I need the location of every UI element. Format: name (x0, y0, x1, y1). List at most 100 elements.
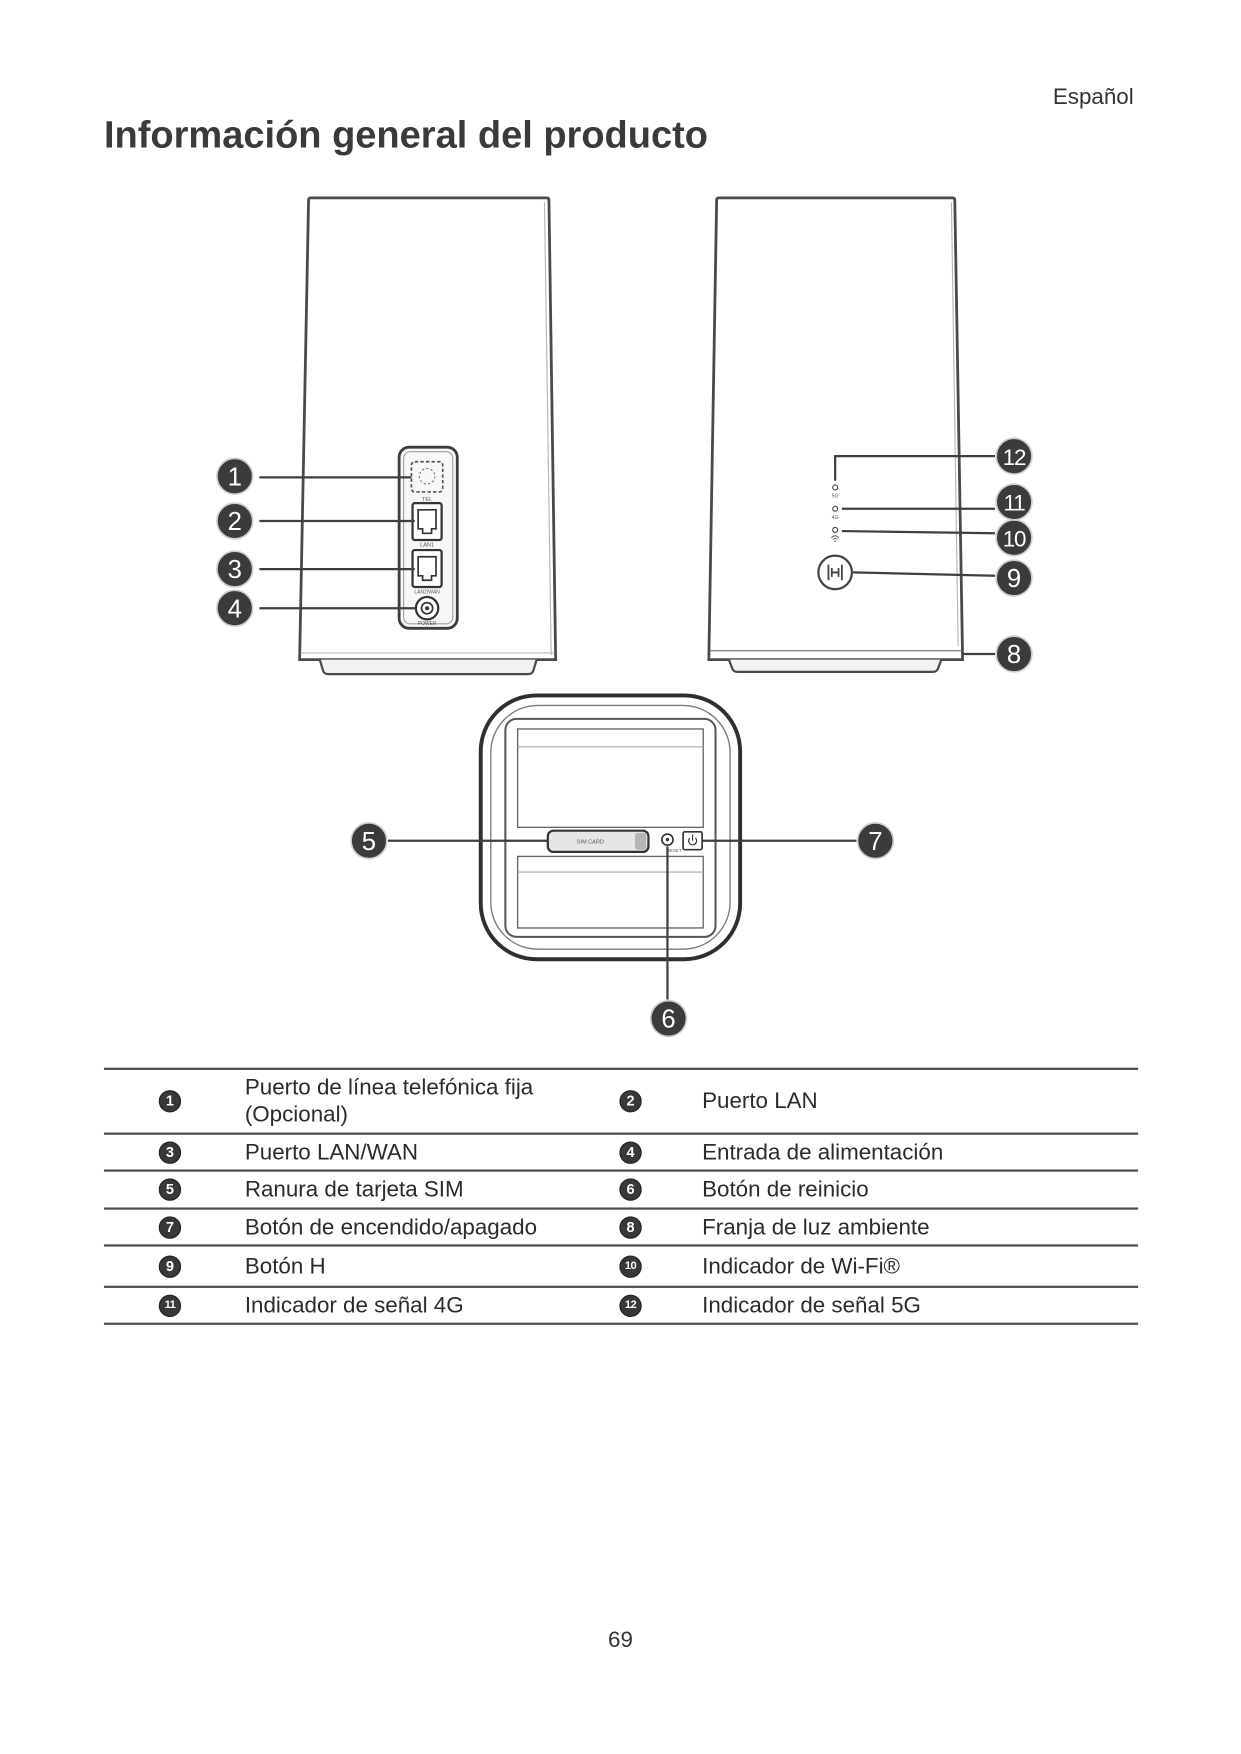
telephone-port: TEL (410, 460, 444, 503)
h-button-icon (817, 554, 854, 591)
legend-label: Puerto LAN/WAN (244, 1139, 418, 1165)
legend-label: Indicador de señal 4G (244, 1292, 464, 1318)
language-label: Español (1052, 84, 1134, 110)
callout-11: 11 (995, 483, 1033, 521)
svg-text:1: 1 (228, 463, 242, 491)
callout-1: 1 (216, 457, 254, 496)
legend-row: 11 Indicador de señal 4G 12 Indicador de… (103, 1288, 1139, 1325)
legend-number-cell: 6 (619, 1178, 702, 1201)
legend-number-cell: 7 (104, 1215, 245, 1239)
lan1-port-label: LAN1 (420, 543, 434, 549)
leader-line-9 (853, 571, 996, 577)
svg-text:7: 7 (868, 828, 882, 856)
svg-text:4: 4 (228, 595, 242, 623)
legend-number-cell: 9 (104, 1254, 245, 1278)
indicator-5g: 5G (832, 484, 839, 500)
router-back-body (298, 196, 558, 662)
legend-number-cell: 12 (619, 1294, 702, 1317)
legend-label: Botón de encendido/apagado (244, 1214, 538, 1240)
callout-10: 10 (995, 519, 1033, 557)
legend-row: 9 Botón H 10 Indicador de Wi-Fi® (103, 1247, 1139, 1288)
power-input: POWER (414, 595, 440, 627)
indicator-5g-label: 5G (832, 494, 839, 500)
svg-text:5: 5 (362, 828, 376, 856)
callout-9: 9 (995, 559, 1033, 597)
legend-number-badge: 12 (619, 1294, 642, 1317)
svg-text:12: 12 (1003, 445, 1026, 470)
legend-number-cell: 8 (619, 1215, 702, 1239)
component-legend-table: 1 Puerto de línea telefónica fija (Opcio… (103, 1067, 1139, 1325)
callout-7: 7 (856, 822, 895, 860)
power-icon (682, 830, 703, 851)
legend-number-cell: 2 (619, 1090, 702, 1113)
reset-label: RESET (667, 848, 682, 853)
legend-number-badge: 5 (158, 1178, 182, 1201)
tel-port-label: TEL (422, 497, 432, 503)
page-title: Información general del producto (103, 114, 709, 157)
page-number: 69 (608, 1627, 633, 1653)
legend-number-cell: 11 (104, 1294, 245, 1317)
lan-wan-port: LAN2/WAN (411, 548, 443, 596)
sim-card-slot: SIM CARD (546, 829, 650, 854)
svg-text:9: 9 (1007, 565, 1021, 593)
legend-label: Franja de luz ambiente (702, 1214, 930, 1240)
legend-label: Puerto de línea telefónica fija (Opciona… (244, 1075, 534, 1127)
power-port-label: POWER (418, 621, 437, 627)
legend-number-cell: 3 (104, 1140, 245, 1164)
legend-label: Puerto LAN (702, 1088, 818, 1114)
legend-number-badge: 6 (619, 1178, 642, 1201)
svg-text:2: 2 (228, 508, 242, 536)
legend-label: Botón de reinicio (702, 1177, 869, 1202)
legend-number-cell: 5 (104, 1178, 245, 1201)
legend-number-badge: 4 (619, 1140, 642, 1164)
svg-text:10: 10 (1003, 526, 1026, 551)
callout-12: 12 (995, 437, 1033, 475)
router-front-body (707, 196, 965, 662)
wifi-icon (830, 526, 840, 542)
router-front-foot (727, 659, 943, 674)
leader-line-10 (841, 529, 996, 535)
callout-4: 4 (216, 589, 254, 627)
leader-line-12 (834, 455, 996, 481)
legend-number-badge: 3 (158, 1140, 182, 1164)
svg-text:6: 6 (661, 1006, 675, 1034)
legend-number-badge: 7 (158, 1215, 182, 1239)
legend-number-cell: 4 (619, 1140, 702, 1164)
legend-number-cell: 10 (619, 1254, 702, 1278)
legend-label: Indicador de Wi-Fi® (702, 1253, 901, 1279)
legend-number-badge: 10 (619, 1254, 642, 1278)
legend-number-badge: 1 (158, 1090, 182, 1113)
callout-6: 6 (649, 999, 688, 1038)
sim-card-label: SIM CARD (577, 840, 604, 846)
legend-label: Entrada de alimentación (702, 1139, 944, 1165)
callout-3: 3 (216, 550, 254, 588)
callout-5: 5 (350, 822, 388, 860)
legend-row: 3 Puerto LAN/WAN 4 Entrada de alimentaci… (103, 1135, 1139, 1172)
indicator-4g: 4G (832, 505, 839, 521)
legend-number-cell: 1 (104, 1090, 245, 1113)
router-back-view: TEL LAN1 LAN2/WAN POWER (259, 196, 558, 676)
legend-label: Ranura de tarjeta SIM (244, 1177, 464, 1202)
port-panel: TEL LAN1 LAN2/WAN POWER (397, 445, 459, 630)
legend-number-badge: 11 (158, 1294, 182, 1317)
product-diagram: TEL LAN1 LAN2/WAN POWER (216, 196, 1033, 1038)
callout-2: 2 (216, 502, 254, 540)
reset-button: RESET (661, 833, 682, 853)
legend-number-badge: 8 (619, 1215, 642, 1239)
legend-row: 7 Botón de encendido/apagado 8 Franja de… (103, 1210, 1139, 1247)
legend-number-badge: 9 (158, 1254, 182, 1278)
router-bottom-view: SIM CARD RESET (387, 693, 857, 1000)
svg-text:11: 11 (1004, 491, 1026, 516)
legend-row: 5 Ranura de tarjeta SIM 6 Botón de reini… (103, 1172, 1139, 1210)
router-back-foot (318, 659, 538, 676)
legend-label: Indicador de señal 5G (702, 1292, 921, 1318)
legend-number-badge: 2 (619, 1090, 642, 1113)
indicator-4g-label: 4G (832, 515, 839, 521)
callout-8: 8 (995, 635, 1033, 673)
svg-text:8: 8 (1007, 641, 1021, 669)
legend-label: Botón H (244, 1253, 326, 1279)
lan2-wan-port-label: LAN2/WAN (414, 590, 440, 596)
router-front-view: 5G 4G (707, 196, 996, 674)
svg-text:3: 3 (228, 556, 242, 584)
